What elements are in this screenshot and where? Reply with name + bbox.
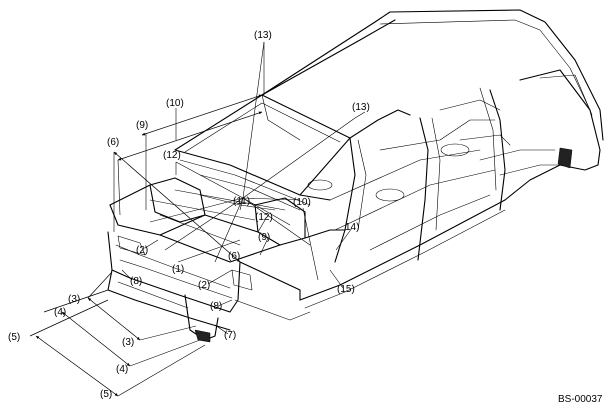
callout-2-left: (2) [136,245,148,256]
callout-12-right: (12) [255,212,273,223]
callout-13-top: (13) [254,30,272,41]
callout-labels: (13) (13) (10) (9) (6) (12) (11) (10) (1… [8,30,370,400]
callout-13-pillar: (13) [352,102,370,113]
callout-6-right: (6) [228,251,240,262]
callout-8-left: (8) [130,276,142,287]
callout-6-left: (6) [107,137,119,148]
callout-7: (7) [224,330,236,341]
callout-9-right: (9) [258,232,270,243]
callout-4-bottom: (4) [116,364,128,375]
callout-5-left: (5) [8,332,20,343]
callout-15: (15) [337,284,355,295]
callout-1: (1) [172,264,184,275]
vehicle-body-shell [107,9,604,343]
callout-9-top: (9) [136,120,148,131]
callout-4-left: (4) [54,307,66,318]
callout-3-left: (3) [68,294,80,305]
callout-14: 14) [345,222,359,233]
dimension-lines [29,41,366,397]
callout-8-right: (8) [210,301,222,312]
b-pillar [417,117,429,261]
callout-10-top: (10) [166,98,184,109]
callout-5-bottom: (5) [100,389,112,400]
callout-11: (11) [233,196,250,207]
side-sill [299,199,506,301]
callout-2-right: (2) [198,280,210,291]
callout-10-right: (10) [293,197,311,208]
figure-code: BS-00037 [558,394,603,405]
callout-3-bottom: (3) [122,337,134,348]
strut-tower-left [149,177,206,223]
callout-12-left: (12) [163,150,181,161]
roof-outline [261,9,604,141]
